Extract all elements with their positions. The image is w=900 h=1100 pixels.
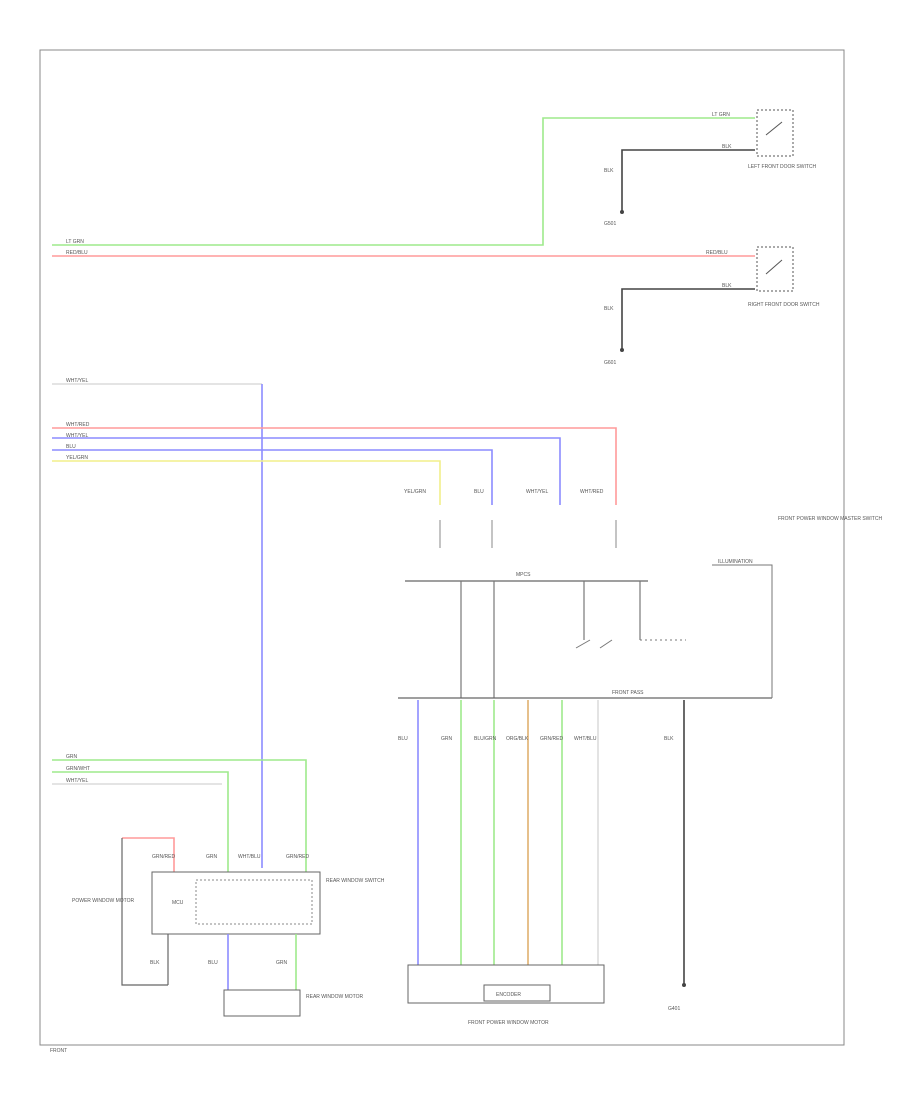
left-wht-blu: WHT/BLU xyxy=(238,854,261,860)
left-switch-wire-bottom: BLK xyxy=(722,144,732,150)
left-door-switch-ground-wire xyxy=(621,149,755,212)
right-door-switch-contact xyxy=(765,259,783,275)
left-blk: BLK xyxy=(150,960,160,966)
left-side-title: POWER WINDOW MOTOR xyxy=(72,898,135,904)
illum-label: ILLUMINATION xyxy=(718,559,753,565)
master-bottom-red: GRN/RED xyxy=(540,736,563,742)
right-ground-title: G601 xyxy=(604,360,616,366)
illum-wire xyxy=(712,564,773,698)
wire-yel-grn xyxy=(52,460,441,505)
master-bottom-org: ORG/BLK xyxy=(506,736,529,742)
left-door-switch-box xyxy=(756,109,794,157)
wire-wht-yel xyxy=(52,437,561,505)
right-door-switch-ground-wire xyxy=(621,288,755,350)
left-ground-terminal xyxy=(620,210,624,214)
motor-title: FRONT POWER WINDOW MOTOR xyxy=(468,1020,549,1026)
wire-wht-red xyxy=(52,427,617,505)
motor-inner: ENCODER xyxy=(496,992,521,998)
ground-terminal xyxy=(682,983,686,987)
wire-left-grn-wht xyxy=(52,771,229,872)
motor-encoder-box xyxy=(483,984,551,1002)
wire-lt-grn xyxy=(52,117,755,246)
motor-box xyxy=(407,964,605,1004)
right-door-switch-box xyxy=(756,246,794,292)
label-wht-yel: WHT/YEL xyxy=(66,433,88,439)
left-red: GRN/RED xyxy=(152,854,175,860)
left-module-inner xyxy=(195,879,313,925)
label-wht-red: WHT/RED xyxy=(66,422,90,428)
left-grn-wht: GRN/WHT xyxy=(66,766,90,772)
module-title: FRONT POWER WINDOW MASTER SWITCH xyxy=(778,516,882,522)
master-bottom-blu-grn: BLU/GRN xyxy=(474,736,497,742)
left-grn: GRN xyxy=(66,754,78,760)
bus-red-blu: RED/BLU xyxy=(66,250,88,256)
mcu: MCU xyxy=(172,900,184,906)
module-lower: FRONT PASS xyxy=(612,690,644,696)
left-module-title: REAR WINDOW SWITCH xyxy=(326,878,385,884)
diagram-frame xyxy=(39,49,845,1046)
left-module-box xyxy=(151,871,321,935)
master-bottom-grn: GRN xyxy=(441,736,453,742)
left-switch-wire-top: LT GRN xyxy=(712,112,730,118)
right-switch-title: RIGHT FRONT DOOR SWITCH xyxy=(748,302,820,308)
left-grn-bottom: GRN xyxy=(276,960,288,966)
wire-left-red xyxy=(122,837,175,872)
left-lower-box xyxy=(223,989,301,1017)
bus-lt-grn: LT GRN xyxy=(66,239,84,245)
left-switch-title: LEFT FRONT DOOR SWITCH xyxy=(748,164,817,170)
conn-wht-yel: WHT/YEL xyxy=(526,489,548,495)
label-wht-yel-top: WHT/YEL xyxy=(66,378,88,384)
ground-title: G401 xyxy=(668,1006,680,1012)
right-ground-wire: BLK xyxy=(604,306,614,312)
right-switch-wire-bottom: BLK xyxy=(722,283,732,289)
ground-blk: BLK xyxy=(664,736,674,742)
master-bottom-blu: BLU xyxy=(398,736,408,742)
conn-blu: BLU xyxy=(474,489,484,495)
module-switch-2 xyxy=(599,639,613,649)
left-ground-title: G501 xyxy=(604,221,616,227)
right-switch-wire-top: RED/BLU xyxy=(706,250,728,256)
left-door-switch-contact xyxy=(765,121,783,136)
left-ground-wire: BLK xyxy=(604,168,614,174)
page-no: FRONT xyxy=(50,1048,67,1054)
label-blu: BLU xyxy=(66,444,76,450)
module-switch-1 xyxy=(575,639,591,649)
label-yel-grn: YEL/GRN xyxy=(66,455,88,461)
left-blu-bottom: BLU xyxy=(208,960,218,966)
conn-yel-grn: YEL/GRN xyxy=(404,489,426,495)
conn-wht-red: WHT/RED xyxy=(580,489,604,495)
master-bottom-wht: WHT/BLU xyxy=(574,736,597,742)
wire-left-ground xyxy=(121,838,168,986)
right-ground-terminal xyxy=(620,348,624,352)
wire-left-grn xyxy=(52,759,307,872)
wire-blu xyxy=(52,449,493,505)
module-bus-label: MPCS xyxy=(516,572,531,578)
left-grn-top: GRN xyxy=(206,854,218,860)
left-lower-title: REAR WINDOW MOTOR xyxy=(306,994,364,1000)
left-wht-yel: WHT/YEL xyxy=(66,778,88,784)
left-grn-red: GRN/RED xyxy=(286,854,309,860)
